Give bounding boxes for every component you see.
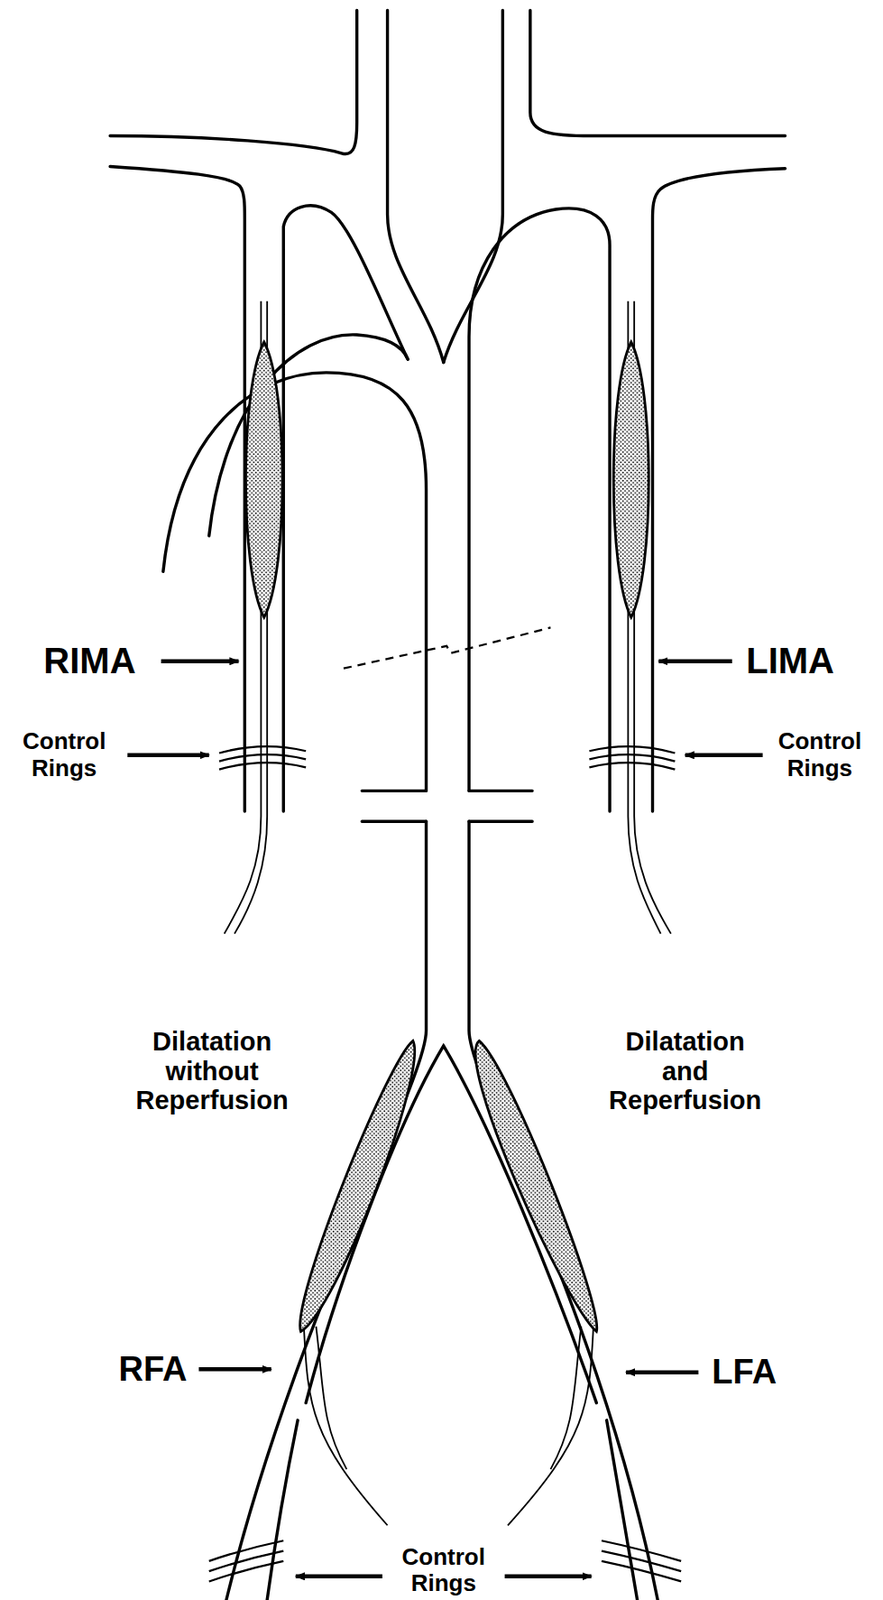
vessel-label: RFA (119, 1349, 188, 1389)
ring-label: Control Rings (14, 727, 114, 781)
ring-label: Control Rings (394, 1543, 494, 1596)
vessel-label: LIMA (745, 640, 835, 681)
vessel-label: LFA (711, 1352, 777, 1391)
vessel-label: RIMA (43, 640, 136, 681)
ring-label: Control Rings (770, 727, 870, 781)
condition-label: Dilatation without Reperfusion (128, 1026, 296, 1114)
condition-label: Dilatation and Reperfusion (601, 1026, 769, 1114)
